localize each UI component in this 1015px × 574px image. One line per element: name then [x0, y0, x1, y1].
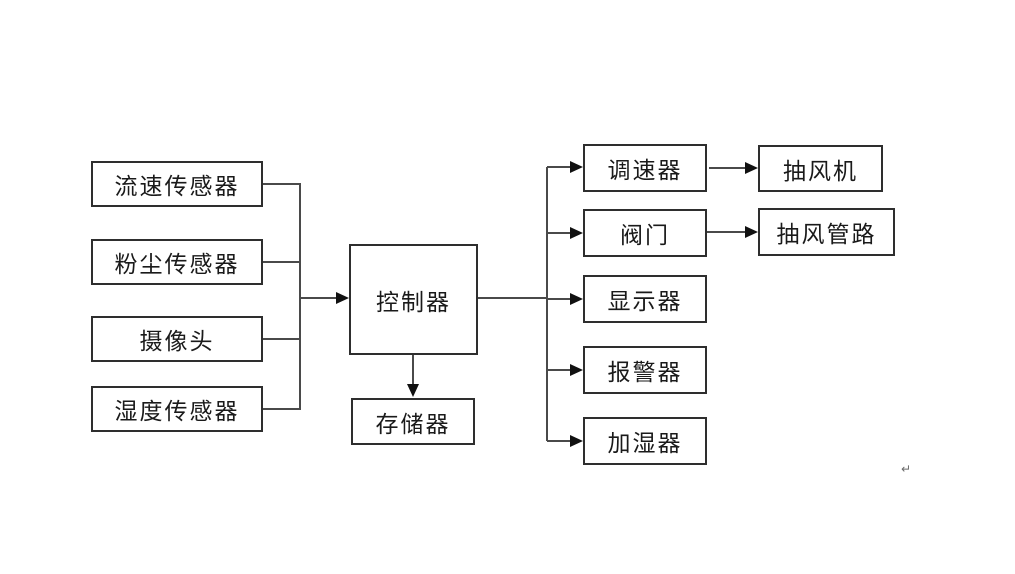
- node-speed-regulator: 调速器: [583, 144, 707, 192]
- node-humidifier: 加湿器: [583, 417, 707, 465]
- node-controller: 控制器: [349, 244, 478, 355]
- node-alarm: 报警器: [583, 346, 707, 394]
- node-exhaust-fan: 抽风机: [758, 145, 883, 192]
- node-dust-sensor: 粉尘传感器: [91, 239, 263, 285]
- arrowheads: [336, 161, 758, 447]
- node-camera: 摄像头: [91, 316, 263, 362]
- node-display: 显示器: [583, 275, 707, 323]
- paragraph-mark: ↵: [901, 462, 912, 476]
- node-flow-sensor: 流速传感器: [91, 161, 263, 207]
- node-storage: 存储器: [351, 398, 475, 445]
- node-valve: 阀门: [583, 209, 707, 257]
- node-humidity-sensor: 湿度传感器: [91, 386, 263, 432]
- node-exhaust-duct: 抽风管路: [758, 208, 895, 256]
